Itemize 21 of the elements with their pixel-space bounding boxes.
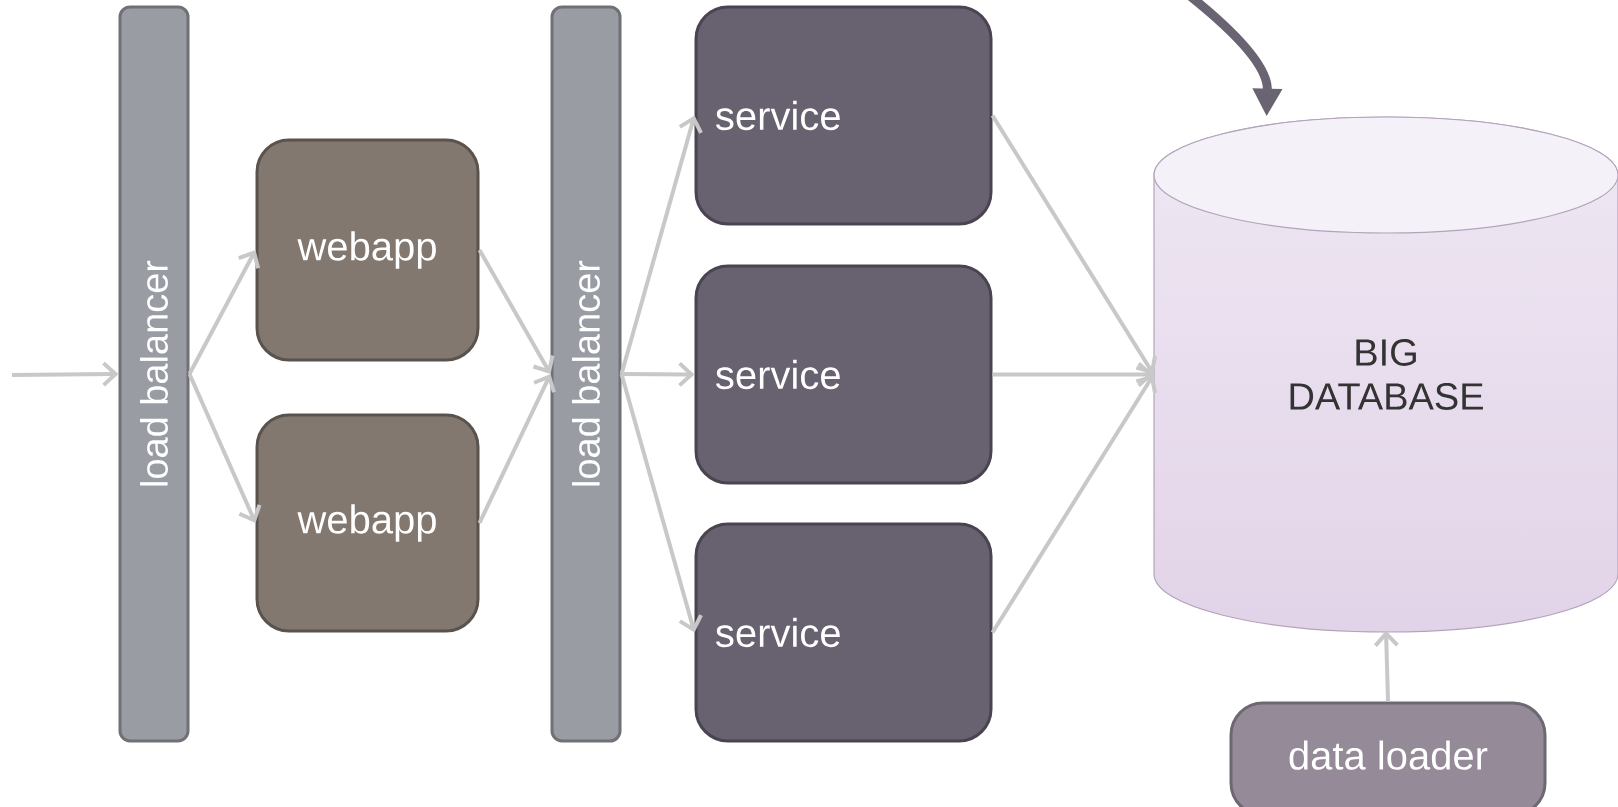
- webapp-box: webapp: [255, 138, 480, 362]
- arrow: [1373, 630, 1399, 702]
- arrow: [621, 361, 695, 387]
- service-box: service: [694, 522, 993, 743]
- load-balancer-bar: load balancer: [118, 5, 190, 743]
- arrow: [990, 374, 1157, 634]
- arrow: [990, 114, 1157, 375]
- arrow: [619, 115, 703, 375]
- arrow: [477, 249, 555, 374]
- arrow: [187, 373, 262, 523]
- arrow: [619, 373, 703, 633]
- arrow: [477, 374, 556, 524]
- service-box: service: [694, 5, 993, 226]
- arrow: [12, 361, 119, 387]
- service-box: service: [694, 264, 993, 485]
- load-balancer-bar: load balancer: [550, 5, 622, 743]
- webapp-box: webapp: [255, 413, 480, 633]
- data-loader-box: data loader: [1229, 701, 1547, 807]
- database-cylinder: BIG DATABASE: [1153, 116, 1618, 633]
- arrow: [992, 362, 1154, 387]
- arrow: [187, 250, 261, 375]
